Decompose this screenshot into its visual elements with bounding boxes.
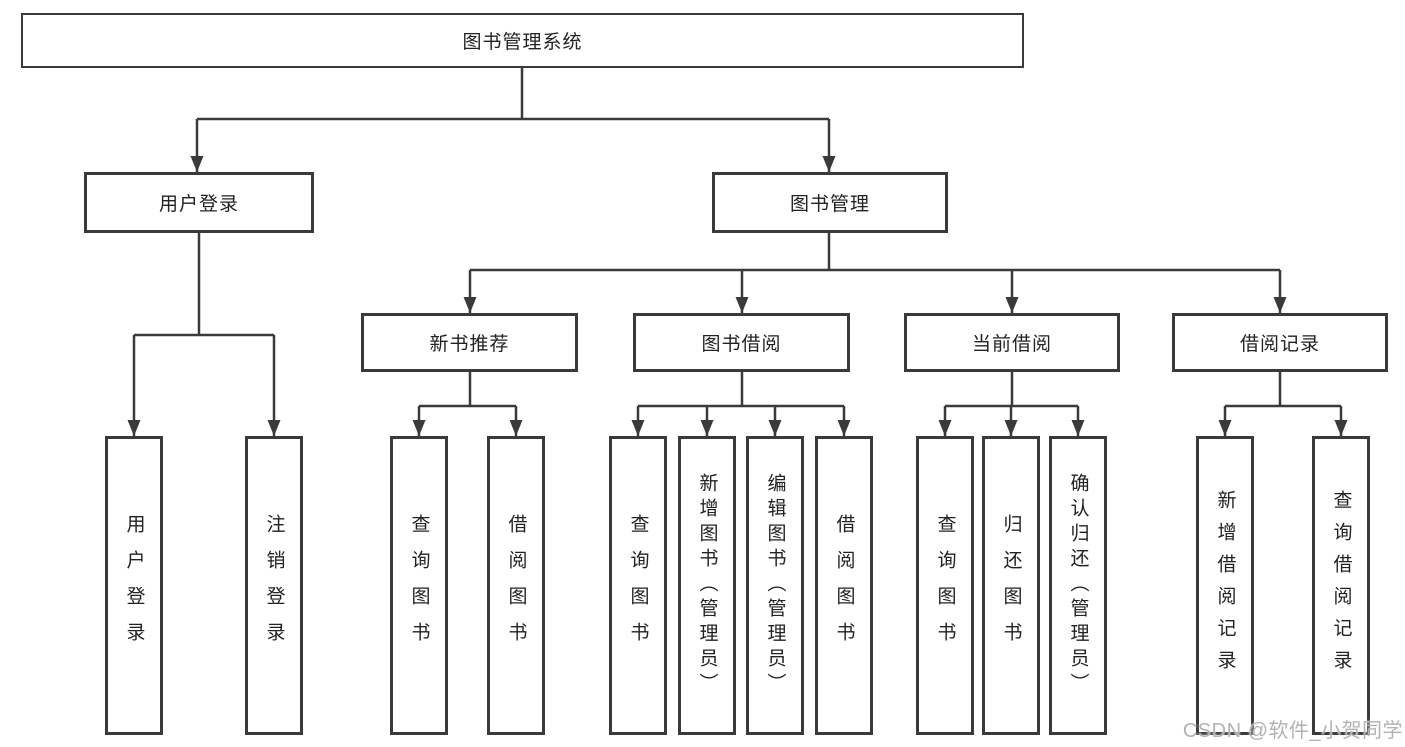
csdn-watermark: CSDN @软件_小贺同学 bbox=[1182, 720, 1403, 742]
node-label: 当前借阅 bbox=[971, 334, 1052, 355]
node-label: 借阅记录 bbox=[1239, 334, 1320, 355]
node-user-login: 用户登录 bbox=[84, 172, 314, 233]
leaf-edit-book-admin: 编辑图书（管理员） bbox=[746, 436, 804, 735]
leaf-add-borrow-record: 新增借阅记录 bbox=[1196, 436, 1254, 735]
node-label: 借阅图书 bbox=[833, 513, 855, 658]
node-borrowing-records: 借阅记录 bbox=[1172, 313, 1388, 372]
node-label: 归还图书 bbox=[1000, 513, 1022, 658]
leaf-logout: 注销登录 bbox=[245, 436, 303, 735]
node-new-book-recommendation: 新书推荐 bbox=[361, 313, 578, 372]
leaf-query-borrow-record: 查询借阅记录 bbox=[1312, 436, 1370, 735]
node-label: 确认归还（管理员） bbox=[1067, 473, 1089, 698]
node-label: 用户登录 bbox=[158, 194, 239, 215]
node-label: 用户登录 bbox=[123, 513, 145, 658]
node-label: 图书管理系统 bbox=[462, 32, 583, 53]
node-label: 编辑图书（管理员） bbox=[764, 473, 786, 698]
leaf-query-books-borrow: 查询图书 bbox=[609, 436, 667, 735]
leaf-borrow-books-recommend: 借阅图书 bbox=[487, 436, 545, 735]
leaf-borrow-books: 借阅图书 bbox=[815, 436, 873, 735]
node-label: 查询借阅记录 bbox=[1330, 489, 1352, 682]
leaf-add-book-admin: 新增图书（管理员） bbox=[678, 436, 736, 735]
node-label: 借阅图书 bbox=[505, 513, 527, 658]
node-label: 查询图书 bbox=[408, 513, 430, 658]
node-book-management: 图书管理 bbox=[712, 172, 948, 233]
connector-rails bbox=[134, 68, 1341, 408]
node-book-borrowing: 图书借阅 bbox=[633, 313, 850, 372]
node-label: 查询图书 bbox=[934, 513, 956, 658]
node-current-borrowing: 当前借阅 bbox=[904, 313, 1120, 372]
node-label: 新书推荐 bbox=[429, 334, 510, 355]
leaf-return-book: 归还图书 bbox=[982, 436, 1040, 735]
leaf-query-books-current: 查询图书 bbox=[916, 436, 974, 735]
leaf-query-books-recommend: 查询图书 bbox=[390, 436, 448, 735]
node-label: 图书借阅 bbox=[701, 334, 782, 355]
node-label: 查询图书 bbox=[627, 513, 649, 658]
node-label: 图书管理 bbox=[789, 194, 870, 215]
leaf-user-login: 用户登录 bbox=[105, 436, 163, 735]
leaf-confirm-return-admin: 确认归还（管理员） bbox=[1049, 436, 1107, 735]
node-library-management-system: 图书管理系统 bbox=[21, 13, 1024, 68]
node-label: 注销登录 bbox=[263, 513, 285, 658]
node-label: 新增图书（管理员） bbox=[696, 473, 718, 698]
node-label: 新增借阅记录 bbox=[1214, 489, 1236, 682]
